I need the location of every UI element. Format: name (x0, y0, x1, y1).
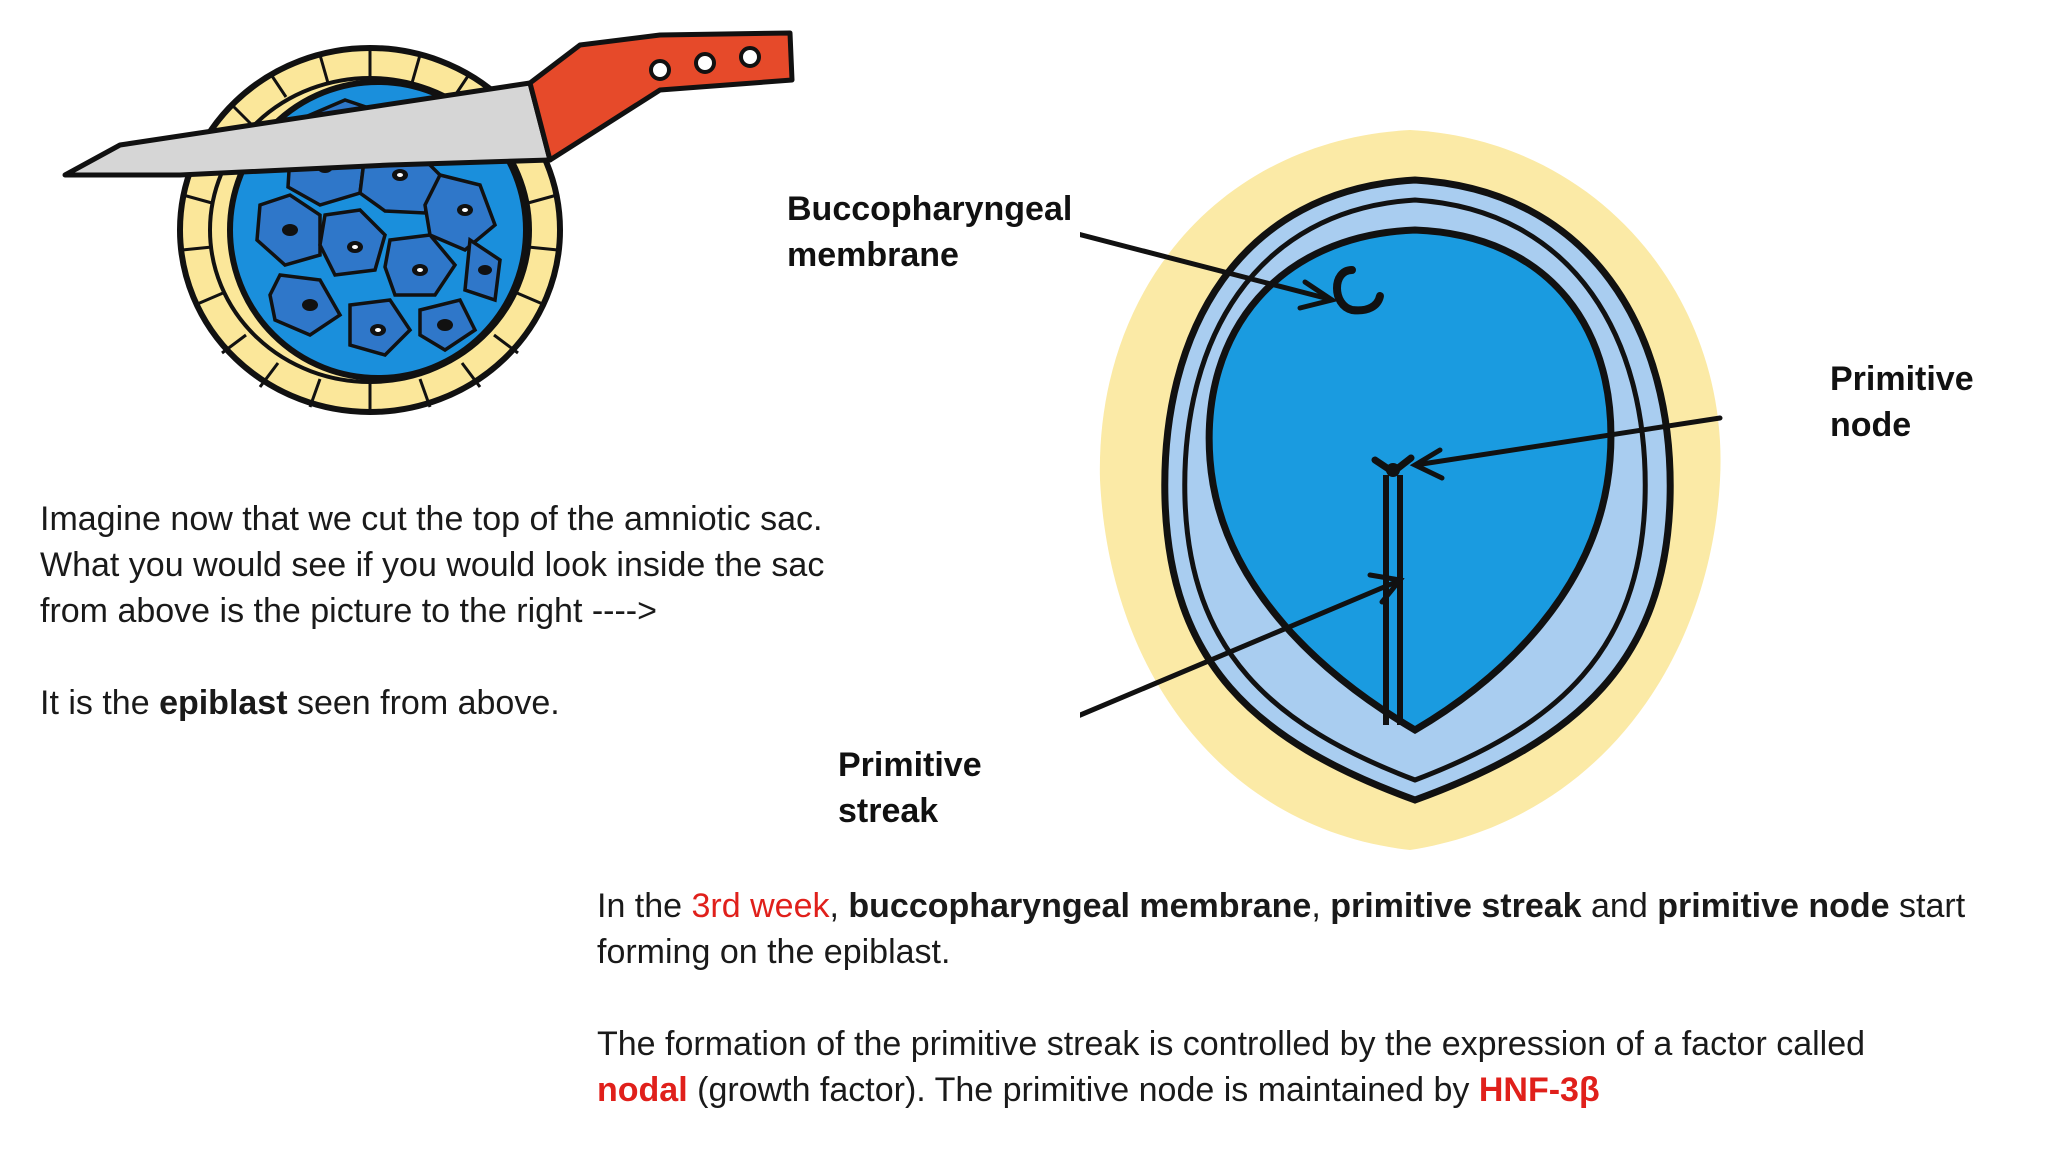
arrow-head-streak (1367, 572, 1405, 605)
embryo-knife-illustration (62, 30, 795, 415)
label-line: membrane (787, 236, 959, 274)
bottom-line: nodal (growth factor). The primitive nod… (597, 1067, 1965, 1113)
arrow-buccopharyngeal (1080, 232, 1328, 301)
text: (growth factor). The primitive node is m… (687, 1071, 1479, 1109)
label-line: Primitive (1830, 360, 1974, 398)
text: seen from above. (287, 684, 560, 722)
text: In the (597, 887, 692, 925)
bottom-line: forming on the epiblast. (597, 933, 951, 971)
nodal-term: nodal (597, 1071, 688, 1109)
label-buccopharyngeal-membrane: Buccopharyngeal membrane (787, 186, 1072, 278)
arrow-head-node (1409, 447, 1445, 481)
text: , (829, 887, 849, 925)
primitive-node-mark (1371, 454, 1415, 477)
text: , (1311, 887, 1331, 925)
bottom-line: The formation of the primitive streak is… (597, 1025, 1866, 1063)
amnion-inner-line (1182, 197, 1648, 783)
label-primitive-streak: Primitive streak (838, 742, 982, 834)
epiblast-disc (1205, 226, 1615, 735)
arrow-node (1419, 415, 1723, 467)
third-week-term: 3rd week (691, 887, 830, 925)
epiblast-term: epiblast (159, 684, 288, 722)
label-line: Buccopharyngeal (787, 190, 1073, 228)
label-primitive-node: Primitive node (1830, 356, 1974, 448)
knife (62, 30, 795, 178)
buccopharyngeal-term: buccopharyngeal membrane (848, 887, 1312, 925)
label-line: node (1830, 406, 1912, 444)
spacer (40, 634, 824, 680)
intro-line: from above is the picture to the right -… (40, 592, 657, 630)
arrow-streak (1080, 579, 1399, 718)
text: and (1581, 887, 1658, 925)
bottom-line: In the 3rd week, buccopharyngeal membran… (597, 883, 1965, 929)
label-line: streak (838, 792, 939, 830)
buccopharyngeal-membrane-mark (1333, 266, 1384, 315)
label-line: Primitive (838, 746, 982, 784)
arrow-head-buccopharyngeal (1297, 279, 1339, 311)
intro-line: Imagine now that we cut the top of the a… (40, 500, 823, 538)
intro-epiblast-line: It is the epiblast seen from above. (40, 680, 824, 726)
intro-line: What you would see if you would look ins… (40, 546, 825, 584)
primitive-streak-term: primitive streak (1330, 887, 1582, 925)
hnf3b-term: HNF-3β (1478, 1071, 1600, 1109)
primitive-node-term: primitive node (1657, 887, 1890, 925)
epiblast-top-view (1080, 130, 1723, 850)
text: start (1889, 887, 1966, 925)
intro-text: Imagine now that we cut the top of the a… (40, 496, 824, 726)
text: It is the (40, 684, 160, 722)
spacer (597, 975, 1965, 1021)
bottom-text: In the 3rd week, buccopharyngeal membran… (597, 883, 1965, 1113)
